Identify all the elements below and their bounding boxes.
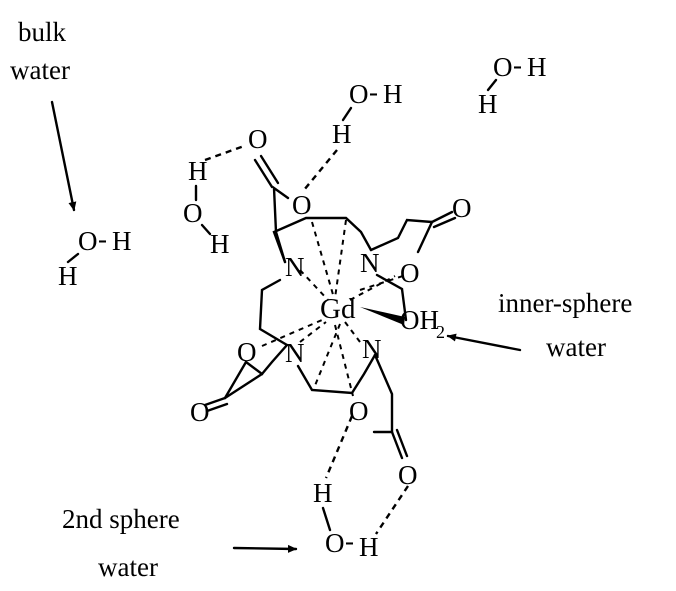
carboxylate-c-o-double xyxy=(205,402,229,413)
complex-atoms: O O O O O O O O N N N N Gd OH 2 xyxy=(190,124,472,490)
bulk-water-label-line1: bulk xyxy=(18,17,67,47)
carboxylate-c-o-double xyxy=(203,396,227,407)
gd-o-bottom xyxy=(334,324,354,397)
bond-dash: - xyxy=(98,224,107,254)
bulk-water-molecule-top-right: O - H H xyxy=(478,50,547,119)
arm-top-right xyxy=(369,218,434,252)
bond-dash: - xyxy=(513,50,522,80)
arm-top-left xyxy=(272,185,290,264)
carboxylate-c-o xyxy=(416,220,434,254)
carboxylate-c-o-double xyxy=(390,430,404,460)
ring-bond-left xyxy=(258,278,289,347)
hydrogen-atom: H xyxy=(332,119,352,149)
second-sphere-label-line2: water xyxy=(98,552,158,582)
o-h-bond xyxy=(341,106,353,122)
hydrogen-atom: H xyxy=(313,478,333,508)
inner-sphere-arrow xyxy=(446,333,522,352)
hydrogen-atom: H xyxy=(383,79,403,109)
gd-n-right xyxy=(349,275,396,301)
bond-dash: - xyxy=(369,77,378,107)
carboxylate-c-o-double xyxy=(432,216,457,229)
oxygen-atom: O xyxy=(452,193,472,223)
gadolinium-atom: Gd xyxy=(320,293,356,325)
oxygen-atom: O xyxy=(325,528,345,558)
second-sphere-water-bottom: H O - H xyxy=(313,478,379,562)
nitrogen-atom: N xyxy=(285,252,305,282)
coordination-bonds xyxy=(261,219,407,397)
second-sphere-water-label: 2nd sphere water xyxy=(62,504,180,582)
gd-ring-bottom xyxy=(313,323,341,389)
ring-bond-right xyxy=(375,273,408,322)
ring-bond-top xyxy=(272,216,373,264)
inner-sphere-water-label: inner-sphere water xyxy=(498,288,632,362)
hydrogen-atom: H xyxy=(112,226,132,256)
hydrogen-atom: H xyxy=(359,532,379,562)
nitrogen-atom: N xyxy=(360,248,380,278)
arm-bottom-right xyxy=(372,353,394,434)
carboxylate-c-c-ring xyxy=(223,372,264,400)
oxygen-atom: O xyxy=(349,396,369,426)
carboxylate-c-c xyxy=(223,360,248,400)
nitrogen-atom: N xyxy=(362,334,382,364)
o-h-bond xyxy=(321,506,332,532)
o-h-bond xyxy=(200,223,212,236)
second-sphere-water-left: H O H xyxy=(183,156,230,259)
gd-n-top-left xyxy=(299,269,329,301)
oxygen-atom: O xyxy=(78,226,98,256)
gd-n-bottom-right xyxy=(344,321,361,343)
gd-o-left xyxy=(261,319,323,347)
hydrogen-atom: H xyxy=(58,261,78,291)
oxygen-atom: O xyxy=(493,52,513,82)
h-bond-bottom-carboxylate-to-water xyxy=(375,485,409,535)
aqua-ligand: OH xyxy=(400,305,439,335)
hydrogen-atom: H xyxy=(188,156,208,186)
hydrogen-atom: H xyxy=(478,89,498,119)
inner-sphere-water-molecule: OH 2 xyxy=(400,305,445,342)
nitrogen-atom: N xyxy=(285,338,305,368)
carboxylate-c-o-double xyxy=(259,154,280,185)
aqua-subscript: 2 xyxy=(436,322,445,342)
oxygen-atom: O xyxy=(237,337,257,367)
gd-oh2-wedge-bond xyxy=(360,307,405,325)
bulk-water-arrow xyxy=(50,100,77,212)
dota-macrocycle xyxy=(203,154,457,460)
h-bond-top-water-to-oxygen xyxy=(303,149,338,191)
o-h-bond xyxy=(66,252,80,264)
inner-sphere-label-line2: water xyxy=(546,332,606,362)
second-sphere-arrow xyxy=(232,544,298,553)
second-sphere-label-line1: 2nd sphere xyxy=(62,504,180,534)
carboxylate-c-o xyxy=(253,158,274,189)
inner-sphere-label-line1: inner-sphere xyxy=(498,288,632,318)
oxygen-atom: O xyxy=(248,124,268,154)
hydrogen-atom: H xyxy=(210,229,230,259)
oxygen-atom: O xyxy=(190,397,210,427)
bulk-water-label-line2: water xyxy=(10,55,70,85)
oxygen-atom: O xyxy=(400,258,420,288)
bulk-water-molecule-left: O - H H xyxy=(58,224,132,291)
bond-dash: - xyxy=(345,526,354,556)
gd-ring-top xyxy=(334,219,347,299)
gd-o-top-left xyxy=(311,221,335,299)
oxygen-atom: O xyxy=(183,198,203,228)
second-sphere-water-top: O - H H xyxy=(332,77,403,149)
hydrogen-atom: H xyxy=(527,52,547,82)
carboxylate-c-o-double xyxy=(395,428,409,458)
oxygen-atom: O xyxy=(349,79,369,109)
arm-bottom-left xyxy=(244,343,289,376)
gd-o-right xyxy=(359,274,407,291)
oxygen-atom: O xyxy=(398,460,418,490)
h-bond-left-water-to-carboxylate xyxy=(204,144,245,162)
carboxylate-c-o-double xyxy=(430,210,454,224)
hydrogen-bonds xyxy=(204,144,409,535)
o-h-bond xyxy=(486,78,498,92)
bulk-water-label: bulk water xyxy=(10,17,70,85)
oxygen-atom: O xyxy=(292,190,312,220)
h-bond-bottom-oxygen-to-water xyxy=(324,415,354,479)
